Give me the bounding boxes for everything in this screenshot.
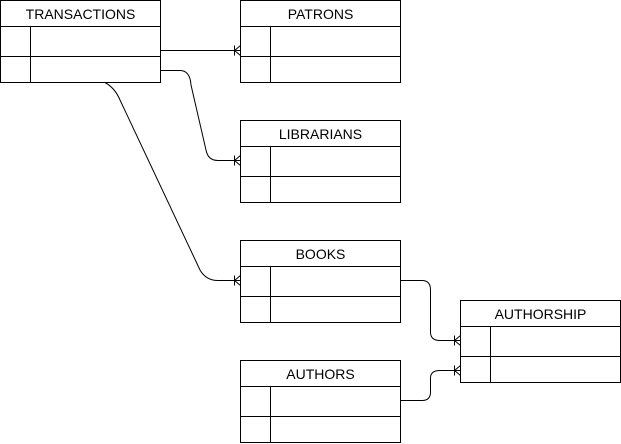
- entity-title: TRANSACTIONS: [26, 6, 136, 22]
- entity-books[interactable]: BOOKS: [240, 240, 401, 323]
- entity-librarians[interactable]: LIBRARIANS: [240, 120, 401, 203]
- entity-title: PATRONS: [288, 6, 354, 22]
- connector-transactions-books: [104, 82, 241, 281]
- entity-transactions[interactable]: TRANSACTIONS: [0, 0, 161, 83]
- connector-authors-authorship: [400, 370, 461, 401]
- crows-foot-librarians-icon: [234, 155, 241, 166]
- crows-foot-authorship-bottom-icon: [454, 365, 461, 376]
- entity-title: AUTHORSHIP: [495, 306, 587, 322]
- entity-title: AUTHORS: [286, 366, 354, 382]
- crows-foot-books-icon: [234, 275, 241, 286]
- crows-foot-patrons-icon: [234, 45, 241, 56]
- entity-authorship[interactable]: AUTHORSHIP: [460, 300, 621, 383]
- connector-books-authorship: [400, 280, 461, 341]
- connector-transactions-librarians: [160, 70, 241, 161]
- entity-authors[interactable]: AUTHORS: [240, 360, 401, 443]
- crows-foot-authorship-top-icon: [454, 335, 461, 346]
- entity-title: LIBRARIANS: [279, 126, 362, 142]
- entity-patrons[interactable]: PATRONS: [240, 0, 401, 83]
- entity-title: BOOKS: [296, 246, 346, 262]
